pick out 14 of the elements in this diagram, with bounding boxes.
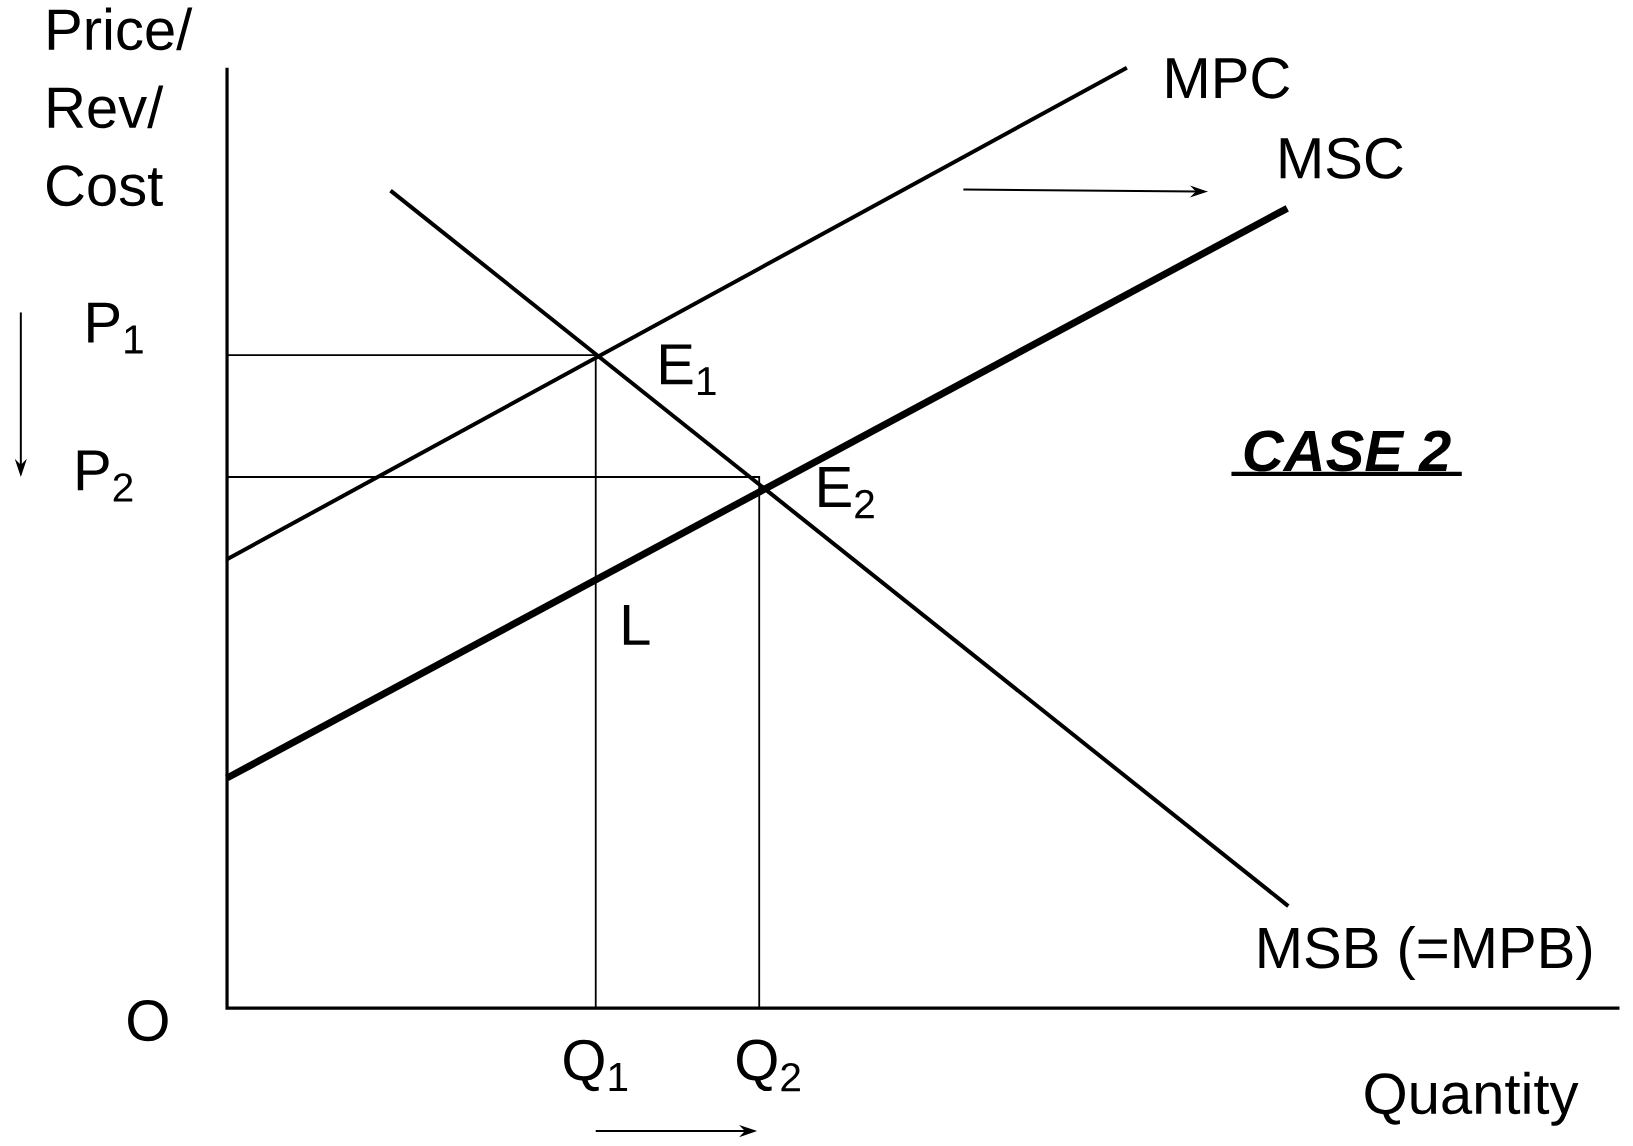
point-label: E$_{2}$ bbox=[819, 467, 874, 519]
axis-label: Price/ Rev/ Cost bbox=[47, 7, 193, 207]
price-label: P$_{1}$ bbox=[88, 302, 143, 354]
case-title: CASE 2 bbox=[1231, 430, 1462, 477]
point-label: E$_{1}$ bbox=[661, 344, 716, 396]
quantity-label: Q$_{2}$ bbox=[737, 1039, 800, 1092]
price-label: P$_{2}$ bbox=[77, 450, 133, 502]
curve-label: MPC bbox=[1167, 57, 1290, 99]
point-label: L bbox=[623, 604, 650, 645]
curve-label: MSC bbox=[1280, 137, 1403, 179]
axis-label: Quantity bbox=[1365, 1071, 1579, 1126]
curve-label: MSB (=MPB) bbox=[1259, 925, 1592, 980]
quantity-label: Q$_{1}$ bbox=[564, 1039, 628, 1092]
origin-label: O bbox=[128, 1000, 168, 1042]
